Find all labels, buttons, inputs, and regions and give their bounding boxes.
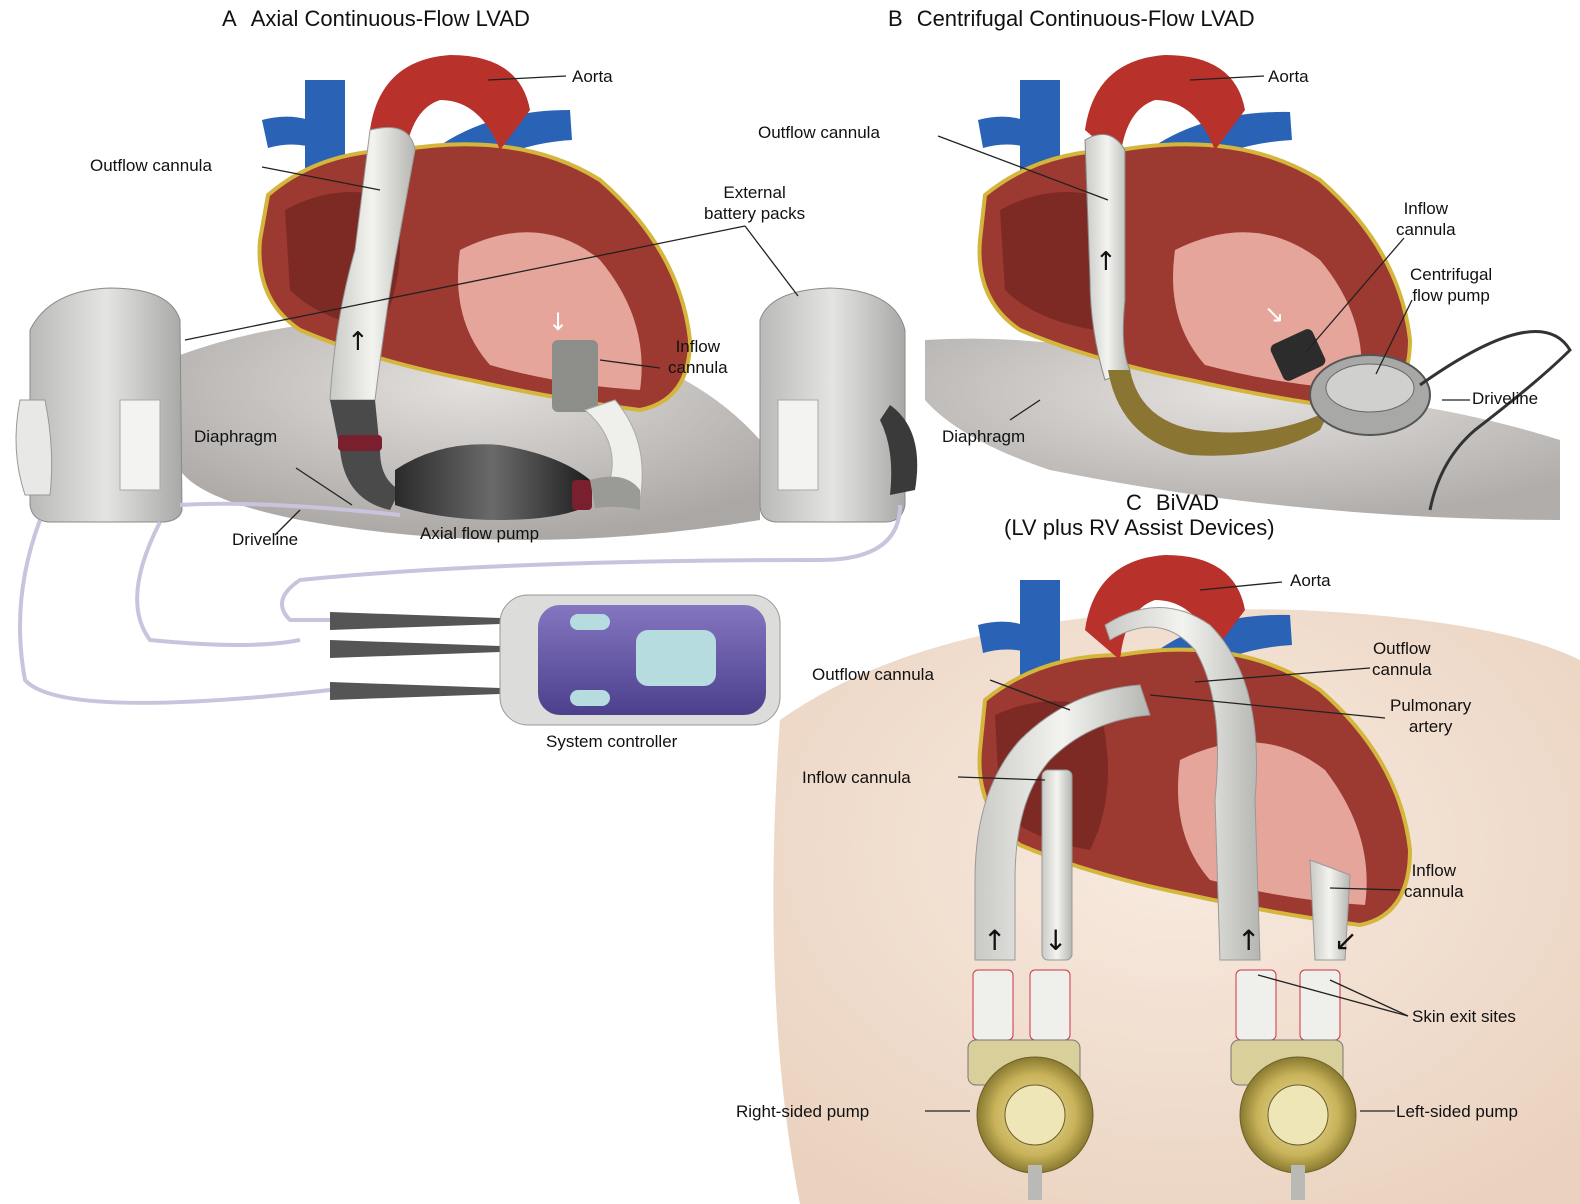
arrow-up-icon: ↑ [983,924,1006,957]
label-driveline-b: Driveline [1472,388,1538,409]
label-outflow-cannula-c-left: Outflow cannula [812,664,934,685]
label-system-controller-a: System controller [546,731,677,752]
arrow-down-icon: ↙ [1334,924,1357,957]
panel-c-subtitle: (LV plus RV Assist Devices) [1004,515,1275,541]
inflow-cannula-a [552,340,598,412]
arrow-up-icon: ↑ [1095,247,1117,277]
arrow-down-icon: ↘ [1264,300,1284,328]
battery-left-connector-a [16,400,52,495]
label-driveline-a: Driveline [232,529,298,550]
label-aorta-b: Aorta [1268,66,1309,87]
label-outflow-cannula-c-right: Outflow cannula [1372,638,1432,680]
label-centrifugal-pump-b-line1: Centrifugal [1410,264,1492,285]
panel-c-title: C BiVAD [1126,490,1219,516]
label-inflow-cannula-b-line2: cannula [1396,219,1456,240]
label-aorta-c: Aorta [1290,570,1331,591]
panel-a-title-text: Axial Continuous-Flow LVAD [251,6,530,31]
label-inflow-cannula-a-line1: Inflow [668,336,728,357]
arrow-up-icon: ↑ [347,327,369,357]
controller-display-a [636,630,716,686]
arrow-down-icon: ↓ [1044,924,1067,957]
label-aorta-a: Aorta [572,66,613,87]
panel-a-title: A Axial Continuous-Flow LVAD [222,6,530,32]
label-external-battery-line2: battery packs [704,203,805,224]
label-skin-exit-sites-c: Skin exit sites [1412,1006,1516,1027]
label-inflow-cannula-b-line1: Inflow [1396,198,1456,219]
label-inflow-cannula-a: Inflow cannula [668,336,728,378]
label-inflow-cannula-c-right: Inflow cannula [1404,860,1464,902]
controller-button-top-a [570,614,610,630]
label-centrifugal-pump-b: Centrifugal flow pump [1410,264,1492,306]
panel-c-letter: C [1126,490,1142,515]
pump-ring-right-a [572,480,592,510]
battery-left-window-a [120,400,160,490]
label-pulmonary-artery-c: Pulmonary artery [1390,695,1471,737]
label-external-battery-a: External battery packs [704,182,805,224]
controller-cable-plugs-a [330,612,500,700]
panel-b-title-text: Centrifugal Continuous-Flow LVAD [917,6,1255,31]
panel-b-title: B Centrifugal Continuous-Flow LVAD [888,6,1255,32]
panel-c-title-text: BiVAD [1156,490,1219,515]
controller-button-bottom-a [570,690,610,706]
label-axial-flow-pump-a: Axial flow pump [420,523,539,544]
label-outflow-cannula-c-right-line2: cannula [1372,659,1432,680]
label-right-sided-pump-c: Right-sided pump [736,1101,869,1122]
arrow-down-icon: ↓ [548,308,568,336]
label-inflow-cannula-a-line2: cannula [668,357,728,378]
label-diaphragm-a: Diaphragm [194,426,277,447]
label-inflow-cannula-b: Inflow cannula [1396,198,1456,240]
label-pulmonary-artery-c-line1: Pulmonary [1390,695,1471,716]
label-pulmonary-artery-c-line2: artery [1390,716,1471,737]
label-external-battery-line1: External [704,182,805,203]
label-centrifugal-pump-b-line2: flow pump [1410,285,1492,306]
centrifugal-pump-top-b [1326,364,1414,412]
battery-right-window-a [778,400,818,490]
label-outflow-cannula-a: Outflow cannula [90,155,212,176]
label-outflow-cannula-b: Outflow cannula [758,122,880,143]
label-diaphragm-b: Diaphragm [942,426,1025,447]
label-inflow-cannula-c-left: Inflow cannula [802,767,911,788]
panel-a-letter: A [222,6,237,31]
arrow-up-icon: ↑ [1237,924,1260,957]
panel-b-letter: B [888,6,903,31]
label-outflow-cannula-c-right-line1: Outflow [1372,638,1432,659]
label-inflow-cannula-c-right-line1: Inflow [1404,860,1464,881]
label-inflow-cannula-c-right-line2: cannula [1404,881,1464,902]
label-left-sided-pump-c: Left-sided pump [1396,1101,1518,1122]
pump-ring-left-a [338,435,382,451]
